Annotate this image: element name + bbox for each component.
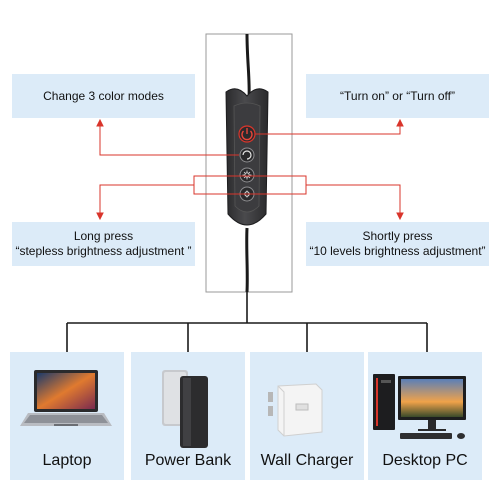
long-press-title: Long press bbox=[73, 229, 134, 243]
color-modes-text: Change 3 color modes bbox=[43, 88, 164, 103]
short-press-arrow bbox=[306, 184, 401, 214]
desktop-pc-label: Desktop PC bbox=[382, 452, 468, 469]
connector-tree bbox=[66, 292, 428, 352]
short-press-detail: “10 levels brightness adjustment” bbox=[309, 244, 486, 258]
callout-arrows bbox=[96, 118, 404, 221]
wall-charger-icon bbox=[268, 383, 323, 437]
laptop-label: Laptop bbox=[42, 452, 92, 469]
color-mode-button-icon bbox=[239, 147, 255, 163]
inline-remote bbox=[225, 88, 269, 226]
cable-bottom bbox=[245, 227, 249, 293]
long-press-detail: “stepless brightness adjustment ” bbox=[15, 244, 192, 258]
cable-top bbox=[245, 33, 251, 99]
laptop-icon bbox=[20, 370, 112, 426]
desktop-pc-icon bbox=[373, 374, 466, 439]
brightness-up-button-icon bbox=[239, 167, 255, 183]
short-press-callout: Shortly press “10 levels brightness adju… bbox=[306, 222, 489, 266]
color-modes-callout: Change 3 color modes bbox=[12, 74, 195, 118]
turn-on-off-callout: “Turn on” or “Turn off” bbox=[306, 74, 489, 118]
wall-charger-label: Wall Charger bbox=[260, 452, 354, 469]
power-arrow bbox=[255, 125, 401, 135]
power-button-icon bbox=[238, 125, 256, 143]
long-press-arrow bbox=[99, 184, 194, 214]
power-bank-icon bbox=[162, 370, 208, 448]
power-bank-label: Power Bank bbox=[144, 452, 232, 469]
color-modes-arrow bbox=[99, 125, 239, 156]
turn-on-off-text: “Turn on” or “Turn off” bbox=[340, 88, 455, 103]
short-press-title: Shortly press bbox=[362, 229, 433, 243]
long-press-callout: Long press “stepless brightness adjustme… bbox=[12, 222, 195, 266]
